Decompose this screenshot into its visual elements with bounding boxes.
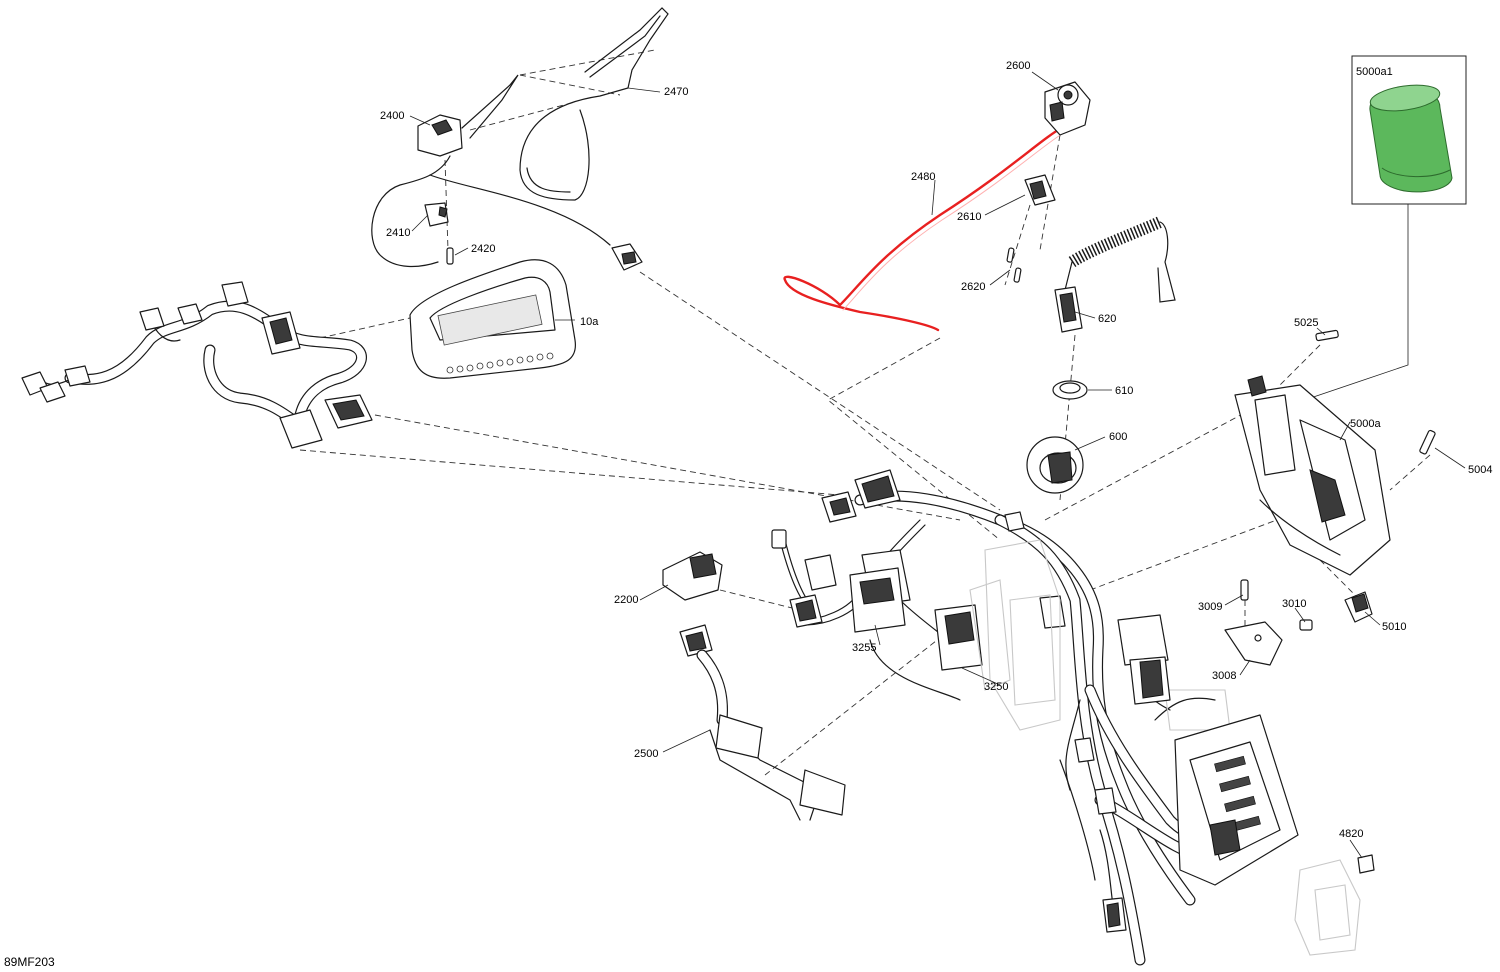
connector-2470-plug[interactable]: [611, 243, 643, 271]
ignition-600[interactable]: [1026, 436, 1084, 494]
callout-leaders: [409, 71, 1466, 859]
callout-2620: 2620: [961, 281, 985, 293]
cap-5010[interactable]: [1344, 591, 1373, 623]
nut-3010[interactable]: [1299, 619, 1313, 631]
callout-2200: 2200: [614, 594, 638, 606]
cable-2470[interactable]: [519, 7, 669, 201]
dashboard-sub-harness[interactable]: [21, 281, 373, 449]
sensor-2200[interactable]: [662, 551, 723, 601]
callout-2600: 2600: [1006, 60, 1030, 72]
callout-5025: 5025: [1294, 317, 1318, 329]
starter-motor-5000a[interactable]: [1234, 375, 1391, 576]
callout-labels: 2470 2400 2410 2420 10a 2600 2480 2610 2…: [380, 60, 1492, 840]
grommet-610[interactable]: [1052, 380, 1088, 400]
callout-2410: 2410: [386, 227, 410, 239]
bracket-2610[interactable]: [1024, 174, 1056, 206]
callout-5004: 5004: [1468, 464, 1492, 476]
relay-4820[interactable]: [1357, 854, 1375, 874]
callout-3010: 3010: [1282, 598, 1306, 610]
main-wiring-harness[interactable]: [771, 469, 1216, 966]
harness-2500[interactable]: [679, 624, 846, 821]
control-switch-2400[interactable]: [371, 74, 611, 268]
pin-5004[interactable]: [1419, 429, 1436, 455]
callout-3250: 3250: [984, 681, 1008, 693]
callout-3255: 3255: [852, 642, 876, 654]
display-cluster-10a[interactable]: [409, 259, 576, 379]
clip-2410[interactable]: [424, 202, 449, 227]
fuse-box[interactable]: [1117, 614, 1171, 705]
callout-10a: 10a: [580, 316, 599, 328]
coil-cord-620[interactable]: [1054, 216, 1176, 333]
callout-4820: 4820: [1339, 828, 1363, 840]
callout-3009: 3009: [1198, 601, 1222, 613]
callout-2480: 2480: [911, 171, 935, 183]
bracket-3008[interactable]: [1224, 621, 1283, 666]
screw-2620[interactable]: [1006, 247, 1022, 283]
cable-2480-highlight[interactable]: [783, 125, 1066, 332]
diagram-code: 89MF203: [4, 955, 55, 969]
callout-610: 610: [1115, 385, 1133, 397]
bolt-3009[interactable]: [1240, 579, 1249, 601]
callout-5000a: 5000a: [1350, 418, 1381, 430]
callout-620: 620: [1098, 313, 1116, 325]
callout-600: 600: [1109, 431, 1127, 443]
callout-3008: 3008: [1212, 670, 1236, 682]
callout-2610: 2610: [957, 211, 981, 223]
callout-2420: 2420: [471, 243, 495, 255]
control-module[interactable]: [1174, 714, 1299, 886]
key-switch-2600[interactable]: [1044, 81, 1091, 136]
screw-2420[interactable]: [446, 247, 454, 265]
callout-5000a1: 5000a1: [1356, 66, 1393, 78]
callout-2500: 2500: [634, 748, 658, 760]
callout-2400: 2400: [380, 110, 404, 122]
inset-5000a1[interactable]: [1274, 55, 1467, 411]
bolt-5025[interactable]: [1315, 329, 1339, 342]
callout-5010: 5010: [1382, 621, 1406, 633]
callout-2470: 2470: [664, 86, 688, 98]
